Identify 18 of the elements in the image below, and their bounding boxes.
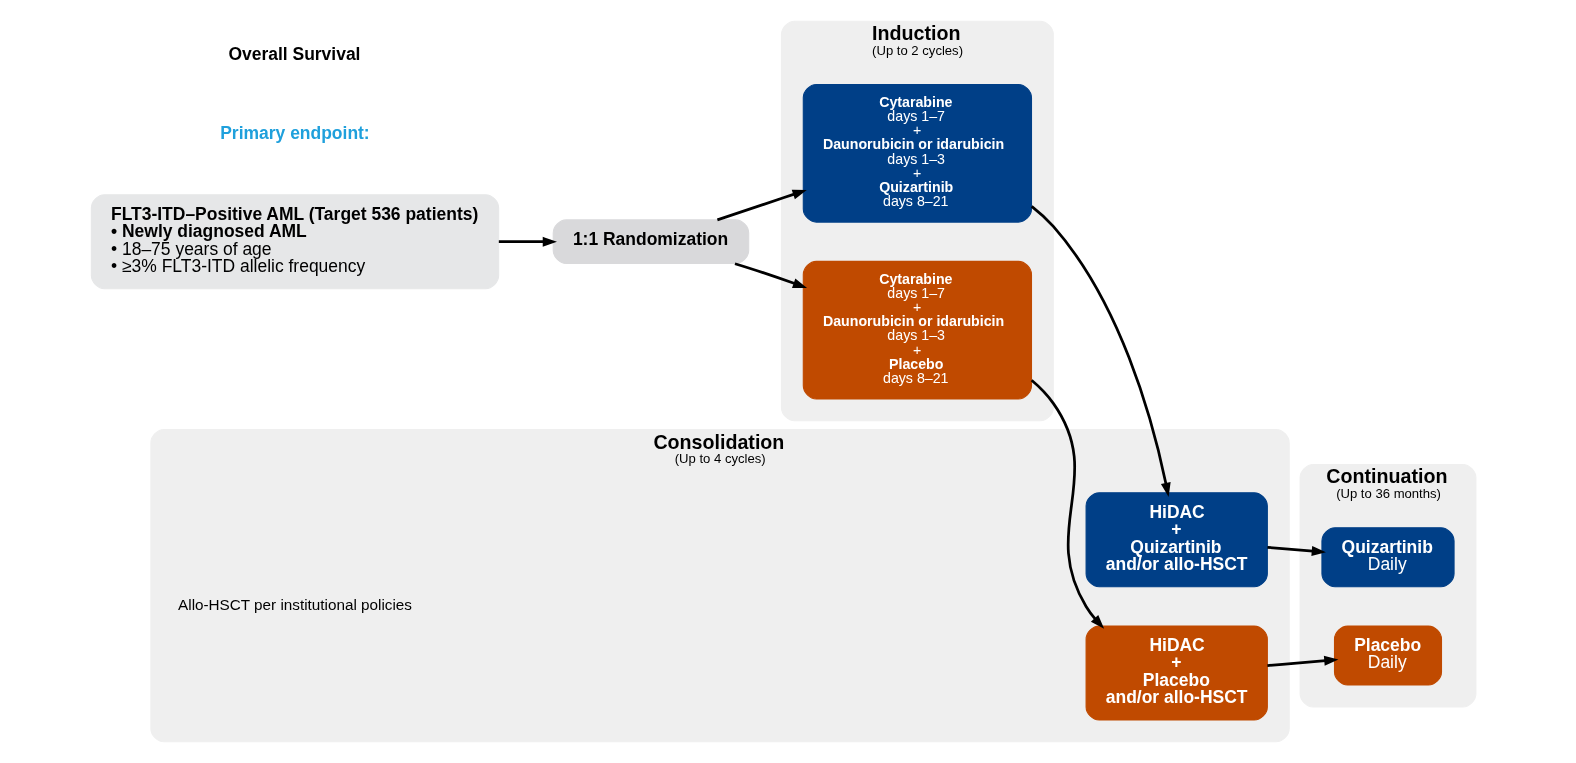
node-box: Quizartinib Daily — [1321, 527, 1455, 588]
node-box: Cytarabine days 1–7 + Daunorubicin or idarubicin days 1–3 + Quizartinib days 8–21 — [802, 83, 1033, 223]
node-box: Cytarabine days 1–7 + Daunorubicin or idarubicin days 1–3 + Placebo days 8–21 — [802, 260, 1033, 400]
arrow — [1030, 205, 1171, 497]
node-box: HiDAC + Quizartinib and/or allo-HSCT — [1085, 492, 1268, 588]
node-box: HiDAC + Placebo and/or allo-HSCT — [1085, 625, 1268, 721]
arrow — [1267, 655, 1339, 667]
arrow — [498, 236, 557, 247]
label: Overall Survival — [228, 44, 361, 65]
node-box: FLT3-ITD–Positive AML (Target 536 patients) • Newly diagnosed AML • 18–75 years of age • ≥3% FLT3-ITD allelic frequency — [90, 194, 500, 290]
node-box: 1:1 Randomization — [552, 219, 750, 265]
arrow — [1030, 379, 1105, 629]
node-box: Placebo Daily — [1333, 625, 1443, 686]
arrow — [716, 189, 807, 222]
node-label: Allo-HSCT per institutional policies — [178, 596, 412, 614]
arrow — [734, 262, 808, 288]
arrow — [1267, 545, 1326, 556]
label: Primary endpoint: — [220, 122, 370, 143]
